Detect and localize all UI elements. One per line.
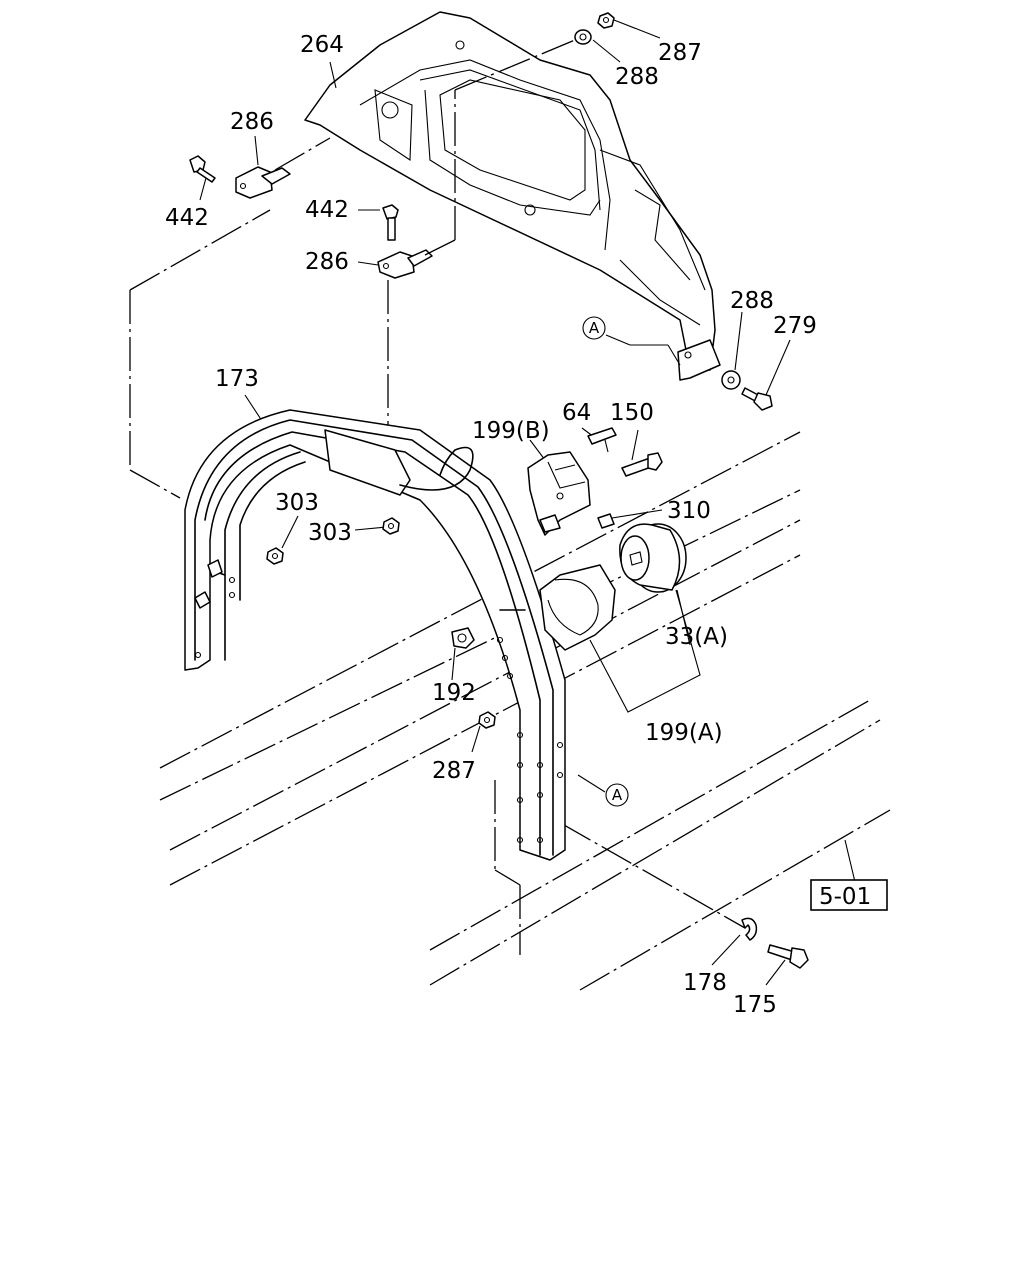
clip-64 (587, 427, 617, 453)
label-288-right: 288 (730, 288, 774, 314)
bolt-442-left (189, 155, 216, 183)
label-286-left: 286 (230, 109, 274, 135)
label-192: 192 (432, 680, 476, 706)
marker-a-bottom: A (605, 783, 629, 807)
assembly-lines (129, 39, 746, 955)
nut-287-top (597, 12, 615, 29)
callout-labels: 264 287 288 286 442 442 286 288 279 173 … (165, 32, 817, 1018)
label-199a: 199(A) (645, 720, 723, 746)
snap-ring-178 (741, 917, 758, 941)
washer-288-right (721, 370, 741, 390)
label-199b: 199(B) (472, 418, 550, 444)
label-286-mid: 286 (305, 249, 349, 275)
splash-guard-264 (304, 11, 716, 371)
label-175: 175 (733, 992, 777, 1018)
spacer-192 (451, 627, 475, 649)
nut-287-bottom (478, 711, 496, 729)
label-303-b: 303 (308, 520, 352, 546)
label-279: 279 (773, 313, 817, 339)
svg-text:A: A (612, 786, 623, 804)
nut-303-b (382, 517, 400, 535)
label-33a: 33(A) (665, 624, 728, 650)
page-reference[interactable]: 5-01 (810, 879, 888, 911)
label-178: 178 (683, 970, 727, 996)
label-303-a: 303 (275, 490, 319, 516)
washer-288-top (574, 29, 592, 45)
page-reference-label: 5-01 (819, 884, 871, 910)
insulator-33a (619, 523, 687, 593)
clip-286-mid (377, 249, 433, 279)
label-288-top: 288 (615, 64, 659, 90)
label-287-bottom: 287 (432, 758, 476, 784)
marker-a-top: A (582, 316, 606, 340)
nut-310 (597, 513, 615, 529)
label-442-left: 442 (165, 205, 209, 231)
bolt-150 (621, 452, 663, 477)
label-442-mid: 442 (305, 197, 349, 223)
label-64: 64 (562, 400, 591, 426)
nut-303-a (266, 547, 284, 565)
leader-lines (199, 19, 856, 986)
band-199a (539, 564, 616, 651)
label-264: 264 (300, 32, 344, 58)
label-150: 150 (610, 400, 654, 426)
svg-text:A: A (589, 319, 600, 337)
bolt-442-mid (382, 204, 399, 241)
clip-286-left (235, 166, 291, 199)
guard-mount-bracket (677, 339, 721, 381)
label-310: 310 (667, 498, 711, 524)
label-287-top: 287 (658, 40, 702, 66)
label-173: 173 (215, 366, 259, 392)
bracket-199b (527, 451, 591, 536)
stay-173 (184, 409, 566, 861)
bolt-279 (741, 387, 773, 411)
bolt-175 (767, 944, 809, 969)
